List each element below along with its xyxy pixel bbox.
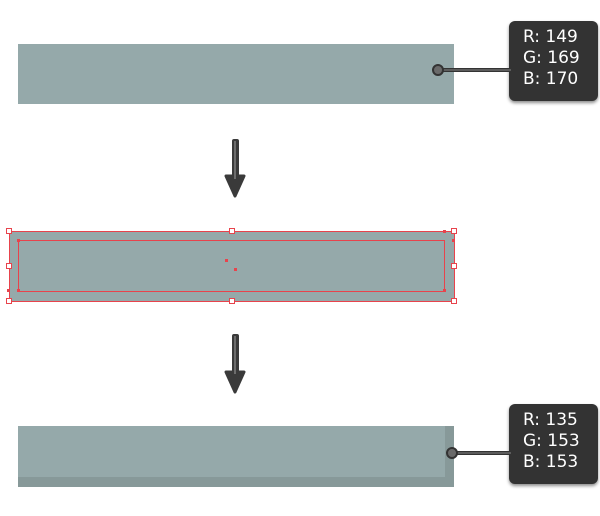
color-values-tooltip-bottom: R: 135 G: 153 B: 153 [509, 404, 598, 484]
rectangle-selected[interactable] [9, 231, 454, 301]
color-values-tooltip-top: R: 149 G: 169 B: 170 [509, 21, 598, 101]
selection-handle-icon[interactable] [6, 228, 457, 304]
color-value-green: G: 169 [523, 48, 580, 68]
color-value-blue: B: 153 [523, 452, 579, 472]
leader-line-icon [446, 447, 511, 459]
color-value-blue: B: 170 [523, 69, 579, 89]
selection-bounding-box[interactable] [7, 230, 455, 302]
leader-line-icon [432, 64, 511, 76]
down-arrow-icon [224, 334, 246, 394]
color-value-red: R: 149 [523, 27, 578, 47]
color-value-green: G: 153 [523, 431, 580, 451]
down-arrow-icon [224, 139, 246, 198]
rectangle-final-face [18, 426, 445, 477]
color-value-red: R: 135 [523, 410, 578, 430]
rectangle-original[interactable] [18, 44, 454, 104]
